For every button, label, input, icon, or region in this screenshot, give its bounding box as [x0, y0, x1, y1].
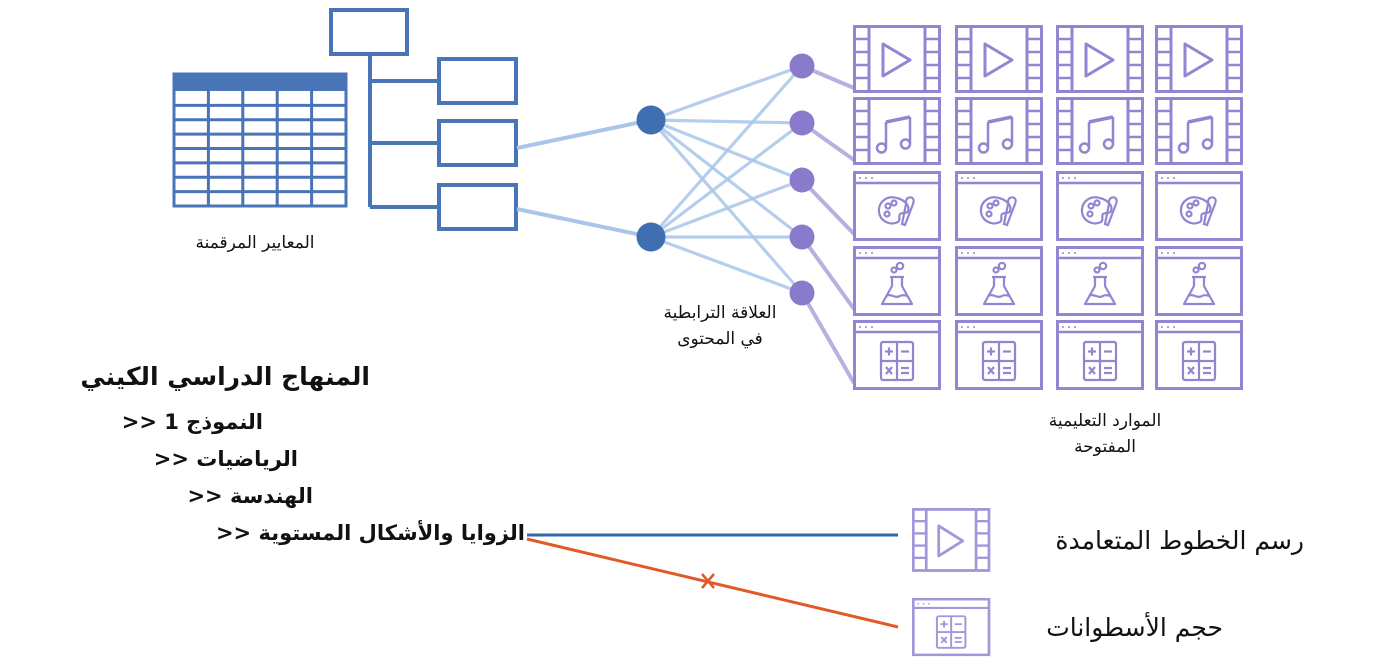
table-header-bar: [174, 74, 346, 91]
relationship-link: [650, 118, 803, 125]
resource-link: [800, 235, 856, 311]
resource-node: [789, 167, 815, 193]
resource-tile-science-icon[interactable]: [1157, 248, 1242, 315]
resource-tile-art-icon[interactable]: [1157, 173, 1242, 240]
content-relationship-label: العلاقة الترابطية في المحتوى: [620, 300, 820, 352]
standard-link: [516, 207, 652, 239]
relationship-link: [650, 121, 803, 239]
resource-tile-video-icon[interactable]: [1058, 27, 1143, 92]
resource-tile-audio-icon[interactable]: [957, 99, 1042, 164]
tree-root-box: [329, 8, 409, 56]
resource-node: [789, 53, 815, 79]
resource-tile-science-icon[interactable]: [855, 248, 940, 315]
relationship-link: [650, 235, 803, 295]
match-video-icon[interactable]: [913, 509, 989, 570]
match-label-linked[interactable]: رسم الخطوط المتعامدة: [1055, 526, 1304, 555]
resource-tile-art-icon[interactable]: [957, 173, 1042, 240]
open-resources-label: الموارد التعليمية المفتوحة: [1005, 408, 1205, 460]
resource-tile-audio-icon[interactable]: [1157, 99, 1242, 164]
open-resources-label-line1: الموارد التعليمية: [1048, 411, 1162, 431]
digitized-standards-label: المعايير المرقمنة: [195, 233, 315, 253]
match-lines: [526, 533, 899, 629]
match-math-icon[interactable]: [913, 599, 989, 655]
resource-tile-math-icon[interactable]: [1157, 322, 1242, 389]
resource-tile-video-icon[interactable]: [957, 27, 1042, 92]
standard-link: [516, 118, 652, 150]
resource-tile-video-icon[interactable]: [855, 27, 940, 92]
resource-tile-math-icon[interactable]: [957, 322, 1042, 389]
resource-tile-science-icon[interactable]: [957, 248, 1042, 315]
curriculum-title: المنهاج الدراسي الكيني: [80, 362, 370, 391]
resource-tile-math-icon[interactable]: [1058, 322, 1143, 389]
relationship-link: [650, 64, 803, 122]
resource-tile-art-icon[interactable]: [1058, 173, 1143, 240]
resource-tile-audio-icon[interactable]: [1058, 99, 1143, 164]
reject-x-mark: [701, 573, 715, 589]
relationship-nodes: [636, 53, 815, 306]
curriculum-path-item[interactable]: الهندسة <<: [187, 484, 313, 508]
relationship-link: [649, 64, 804, 239]
standard-node: [636, 105, 666, 135]
relationship-link: [649, 118, 804, 295]
curriculum-path-item[interactable]: الرياضيات <<: [153, 447, 298, 471]
resource-node: [789, 280, 815, 306]
open-resource-grid: [855, 27, 1242, 389]
standards-table-icon: [172, 72, 348, 208]
curriculum-path-item-current[interactable]: الزوايا والأشكال المستوية <<: [215, 521, 525, 545]
match-label-rejected[interactable]: حجم الأسطوانات: [1046, 613, 1223, 642]
standard-node: [636, 222, 666, 252]
content-relationship-label-line1: العلاقة الترابطية: [663, 303, 777, 323]
open-resources-label-line2: المفتوحة: [1074, 437, 1136, 457]
tree-child-box: [437, 183, 518, 231]
curriculum-path-item[interactable]: النموذج 1 <<: [121, 410, 263, 434]
resource-tile-science-icon[interactable]: [1058, 248, 1143, 315]
standards-hierarchy-icon: [329, 8, 518, 231]
resource-tile-audio-icon[interactable]: [855, 99, 940, 164]
match-icons: [913, 509, 989, 654]
resource-tile-art-icon[interactable]: [855, 173, 940, 240]
resource-link: [800, 291, 856, 385]
resource-tile-math-icon[interactable]: [855, 322, 940, 389]
tree-child-box: [437, 119, 518, 167]
content-relationship-label-line2: في المحتوى: [677, 329, 763, 349]
relationship-link: [650, 178, 803, 239]
resource-node: [789, 224, 815, 250]
resource-tile-video-icon[interactable]: [1157, 27, 1242, 92]
tree-child-box: [437, 57, 518, 105]
resource-node: [789, 110, 815, 136]
table-frame: [172, 72, 348, 208]
rejected-match-line: [526, 537, 899, 629]
